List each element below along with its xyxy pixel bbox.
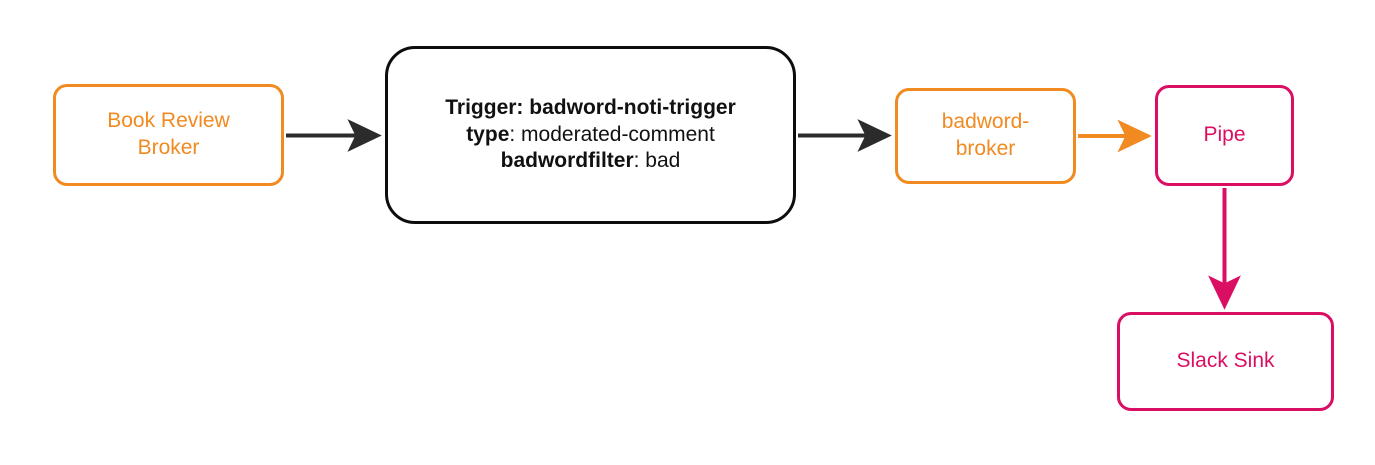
trigger-key-trigger: Trigger: bbox=[445, 95, 524, 119]
trigger-line-type: type: moderated-comment bbox=[445, 122, 736, 149]
node-pipe[interactable]: Pipe bbox=[1155, 85, 1294, 186]
trigger-value-type: : moderated-comment bbox=[509, 122, 715, 146]
node-badword-noti-trigger[interactable]: Trigger: badword-noti-trigger type: mode… bbox=[385, 46, 796, 224]
trigger-line-trigger: Trigger: badword-noti-trigger bbox=[445, 95, 736, 122]
trigger-detail-lines: Trigger: badword-noti-trigger type: mode… bbox=[445, 95, 736, 176]
node-badword-broker-label: badword- broker bbox=[941, 110, 1030, 160]
node-book-review-broker-label: Book Review Broker bbox=[107, 109, 230, 159]
node-pipe-label: Pipe bbox=[1203, 123, 1246, 147]
node-slack-sink[interactable]: Slack Sink bbox=[1117, 312, 1334, 411]
node-badword-broker[interactable]: badword- broker bbox=[895, 88, 1076, 184]
trigger-value-badwordfilter: : bad bbox=[633, 149, 681, 173]
node-book-review-broker[interactable]: Book Review Broker bbox=[53, 84, 284, 186]
trigger-key-type: type bbox=[466, 122, 510, 146]
node-slack-sink-label: Slack Sink bbox=[1176, 349, 1275, 373]
trigger-value-trigger: badword-noti-trigger bbox=[523, 95, 736, 119]
trigger-line-badwordfilter: badwordfilter: bad bbox=[445, 148, 736, 175]
trigger-key-badwordfilter: badwordfilter bbox=[500, 149, 634, 173]
